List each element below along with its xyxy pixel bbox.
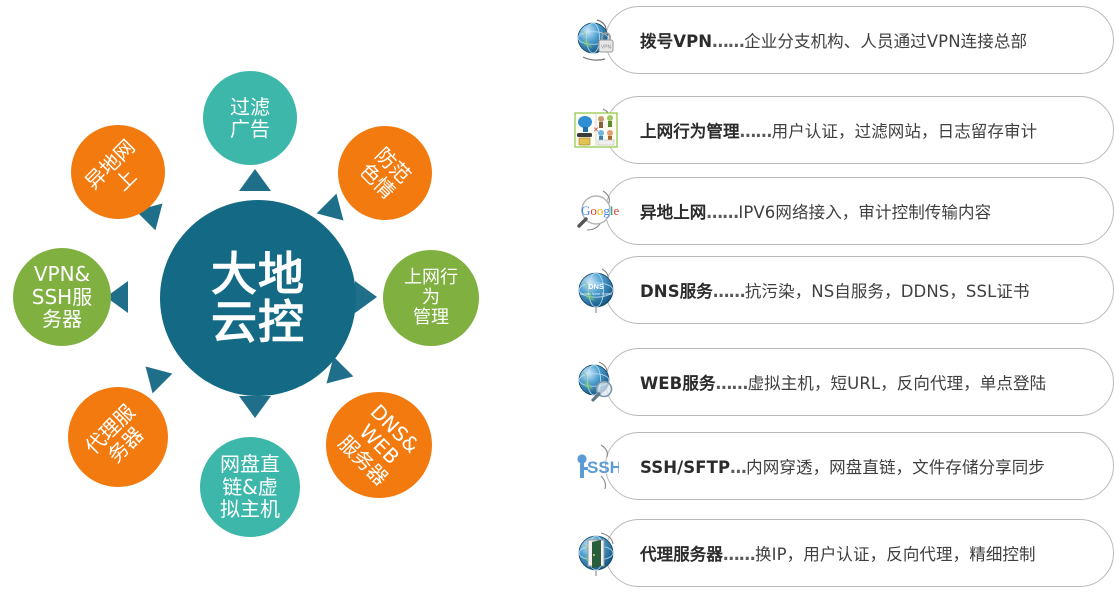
feature-card-text: 上网行为管理……用户认证，过滤网站，日志留存审计 bbox=[640, 118, 1037, 142]
feature-card-body: 代理服务器……换IP，用户认证，反向代理，精细控制 bbox=[605, 519, 1114, 587]
feature-card-text: WEB服务……虚拟主机，短URL，反向代理，单点登陆 bbox=[640, 370, 1046, 394]
feature-card-title: 代理服务器 bbox=[640, 545, 723, 564]
hub-spoke-diagram: 过滤 广告防范 色情上网行 为 管理 DNS& WEB 服务器网盘直 链&虚 拟主… bbox=[13, 71, 479, 537]
arrow-right bbox=[355, 281, 377, 313]
feature-card-separator: …… bbox=[712, 282, 746, 301]
arrow-down bbox=[239, 396, 271, 418]
feature-card-separator: …… bbox=[739, 122, 773, 141]
feature-card-web-service[interactable]: WEB服务……虚拟主机，短URL，反向代理，单点登陆 bbox=[565, 348, 1114, 416]
hub-node-label: 防范 色情 bbox=[354, 142, 416, 204]
hub-center-label: 大地 云控 bbox=[211, 246, 305, 349]
feature-card-body: DNS服务……抗污染，NS自服务，DDNS，SSL证书 bbox=[605, 256, 1114, 324]
hub-node-label: DNS& WEB 服务器 bbox=[333, 399, 425, 491]
hub-node-label: VPN& SSH服 务器 bbox=[31, 262, 93, 332]
feature-card-dns-service[interactable]: DNS Domain Name System DNS服务……抗污染，NS自服务，D… bbox=[565, 256, 1114, 324]
globe-magnifier-icon bbox=[573, 359, 619, 405]
hub-node-proxy-server[interactable]: 代理服 务器 bbox=[68, 387, 168, 487]
hub-node-behavior-mgmt[interactable]: 上网行 为 管理 bbox=[383, 250, 479, 346]
svg-text:VPN: VPN bbox=[601, 45, 612, 51]
feature-card-dial-vpn[interactable]: VPN 拨号VPN……企业分支机构、人员通过VPN连接总部 bbox=[565, 6, 1114, 74]
feature-card-description: 虚拟主机，短URL，反向代理，单点登陆 bbox=[747, 374, 1047, 393]
hub-node-vpn-ssh-server[interactable]: VPN& SSH服 务器 bbox=[13, 248, 111, 346]
feature-card-title: 拨号VPN bbox=[640, 32, 713, 51]
feature-card-description: 用户认证，过滤网站，日志留存审计 bbox=[771, 122, 1038, 141]
feature-card-text: 代理服务器……换IP，用户认证，反向代理，精细控制 bbox=[640, 541, 1036, 565]
feature-card-description: 内网穿透，网盘直链，文件存储分享同步 bbox=[746, 458, 1045, 477]
hub-node-label: 网盘直 链&虚 拟主机 bbox=[220, 452, 280, 522]
feature-card-text: SSH/SFTP…内网穿透，网盘直链，文件存储分享同步 bbox=[640, 454, 1045, 478]
hub-node-dns-web-server[interactable]: DNS& WEB 服务器 bbox=[326, 392, 432, 498]
feature-card-title: WEB服务 bbox=[640, 374, 716, 393]
google-search-icon: Google bbox=[573, 188, 620, 234]
hub-node-prevent-porn[interactable]: 防范 色情 bbox=[338, 126, 432, 220]
feature-card-separator: …… bbox=[715, 374, 749, 393]
hub-node-label: 异地网 上 bbox=[80, 134, 142, 196]
feature-card-body: 拨号VPN……企业分支机构、人员通过VPN连接总部 bbox=[605, 6, 1114, 74]
svg-text:SSH: SSH bbox=[587, 458, 619, 477]
arrow-down-left bbox=[135, 356, 173, 394]
dns-globe-icon: DNS Domain Name System bbox=[573, 267, 619, 313]
hub-node-remote-access[interactable]: 异地网 上 bbox=[71, 125, 165, 219]
feature-card-description: IPV6网络接入，审计控制传输内容 bbox=[738, 203, 992, 222]
network-devices-icon: ✕ bbox=[573, 107, 619, 153]
hub-node-label: 上网行 为 管理 bbox=[404, 266, 458, 329]
feature-card-body: SSH/SFTP…内网穿透，网盘直链，文件存储分享同步 bbox=[605, 432, 1114, 500]
globe-lock-icon: VPN bbox=[573, 17, 619, 63]
hub-node-label: 代理服 务器 bbox=[80, 399, 149, 468]
feature-card-remote-internet-access[interactable]: Google 异地上网……IPV6网络接入，审计控制传输内容 bbox=[565, 177, 1114, 245]
feature-card-proxy-server[interactable]: 代理服务器……换IP，用户认证，反向代理，精细控制 bbox=[565, 519, 1114, 587]
feature-card-text: 异地上网……IPV6网络接入，审计控制传输内容 bbox=[640, 199, 991, 223]
ssh-key-icon: SSH bbox=[573, 443, 622, 490]
feature-card-description: 企业分支机构、人员通过VPN连接总部 bbox=[744, 32, 1028, 51]
feature-card-body: 异地上网……IPV6网络接入，审计控制传输内容 bbox=[605, 177, 1114, 245]
feature-card-text: DNS服务……抗污染，NS自服务，DDNS，SSL证书 bbox=[640, 278, 1030, 302]
feature-card-separator: …… bbox=[706, 203, 739, 222]
globe-door-icon bbox=[573, 530, 619, 576]
svg-text:✕: ✕ bbox=[593, 127, 599, 134]
hub-node-label: 过滤 广告 bbox=[230, 94, 270, 141]
feature-card-body: 上网行为管理……用户认证，过滤网站，日志留存审计 bbox=[605, 96, 1114, 164]
feature-card-internet-behavior-management[interactable]: ✕ 上网行为管理……用户认证，过滤网站，日志留存审计 bbox=[565, 96, 1114, 164]
arrow-up bbox=[239, 169, 271, 191]
svg-text:Google: Google bbox=[581, 203, 619, 218]
feature-card-ssh-sftp[interactable]: SSH SSH/SFTP…内网穿透，网盘直链，文件存储分享同步 bbox=[565, 432, 1114, 500]
arrow-left bbox=[106, 281, 128, 313]
feature-card-title: 异地上网 bbox=[640, 203, 707, 222]
feature-card-title: SSH/SFTP bbox=[640, 458, 731, 477]
feature-card-title: DNS服务 bbox=[640, 282, 713, 301]
feature-card-description: 换IP，用户认证，反向代理，精细控制 bbox=[755, 545, 1036, 564]
feature-card-separator: …… bbox=[723, 545, 756, 564]
svg-text:DNS: DNS bbox=[588, 282, 604, 291]
feature-card-text: 拨号VPN……企业分支机构、人员通过VPN连接总部 bbox=[640, 28, 1027, 52]
feature-card-separator: … bbox=[730, 458, 747, 477]
feature-card-separator: …… bbox=[712, 32, 745, 51]
hub-node-netdisk-vhost[interactable]: 网盘直 链&虚 拟主机 bbox=[200, 437, 300, 537]
feature-card-description: 抗污染，NS自服务，DDNS，SSL证书 bbox=[744, 282, 1030, 301]
hub-center-node[interactable]: 大地 云控 bbox=[160, 200, 356, 396]
hub-node-filter-ads[interactable]: 过滤 广告 bbox=[203, 71, 297, 165]
svg-text:Domain Name System: Domain Name System bbox=[580, 292, 612, 296]
feature-card-title: 上网行为管理 bbox=[640, 122, 740, 141]
feature-card-body: WEB服务……虚拟主机，短URL，反向代理，单点登陆 bbox=[605, 348, 1114, 416]
